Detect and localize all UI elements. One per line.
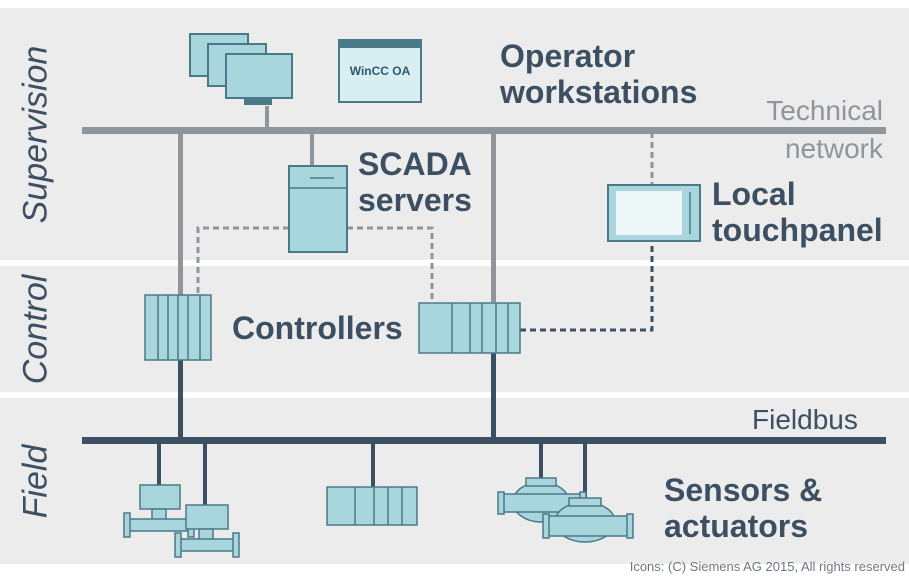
workstation-drop xyxy=(265,106,269,130)
valve1-drop xyxy=(157,441,161,485)
technical-line2: network xyxy=(784,133,883,164)
workstation-monitors-icon xyxy=(189,33,293,105)
operator-line2: workstations xyxy=(500,74,698,110)
io-module-drop xyxy=(371,441,375,487)
controller-right-downlink xyxy=(491,353,496,439)
controller-left-icon xyxy=(144,294,212,361)
fieldbus-bus xyxy=(82,437,886,444)
operator-line1: Operator xyxy=(500,38,636,74)
sensors-line2: actuators xyxy=(664,508,809,544)
valve-actuator-1-icon xyxy=(123,484,195,538)
controller-right-icon xyxy=(418,302,521,354)
controller-to-touchpanel-link xyxy=(520,240,654,332)
touch-line2: touchpanel xyxy=(712,212,883,248)
controller-left-downlink xyxy=(178,360,183,439)
io-module-icon xyxy=(326,486,418,526)
sensors-line1: Sensors & xyxy=(664,472,823,508)
scada-to-controller-right-link xyxy=(347,226,434,303)
field-band xyxy=(0,398,909,564)
meter1-drop xyxy=(539,441,543,479)
scada-to-controller-left-link xyxy=(196,226,289,300)
scada-server-icon xyxy=(288,165,348,253)
touch-line1: Local xyxy=(712,176,796,212)
controller-left-uplink xyxy=(178,130,183,295)
touchpanel-icon xyxy=(607,184,701,242)
local-touchpanel-label: Local touchpanel xyxy=(712,176,883,248)
controllers-label: Controllers xyxy=(232,310,403,346)
operator-workstations-label: Operator workstations xyxy=(500,38,697,110)
controller-right-uplink xyxy=(491,130,496,302)
valve-actuator-2-icon xyxy=(174,504,240,558)
fieldbus-label: Fieldbus xyxy=(752,404,858,435)
meter2-drop xyxy=(583,441,587,501)
valve2-drop xyxy=(203,441,207,505)
technical-network-bus xyxy=(82,127,886,134)
flow-meter-1-icon xyxy=(497,477,587,523)
technical-network-label: Technical network xyxy=(766,95,883,165)
flow-meter-2-icon xyxy=(542,497,634,543)
dashed-links xyxy=(196,132,654,303)
sensors-actuators-label: Sensors & actuators xyxy=(664,472,822,544)
scada-line1: SCADA xyxy=(358,146,472,182)
scada-drop xyxy=(310,130,314,166)
wincc-window-icon xyxy=(338,39,422,103)
scada-servers-label: SCADA servers xyxy=(358,146,472,218)
technical-line1: Technical xyxy=(766,95,883,126)
scada-line2: servers xyxy=(358,182,472,218)
wincc-label: WinCC OA xyxy=(349,64,411,78)
icon-credit: Icons: (C) Siemens AG 2015, All rights r… xyxy=(629,559,905,574)
